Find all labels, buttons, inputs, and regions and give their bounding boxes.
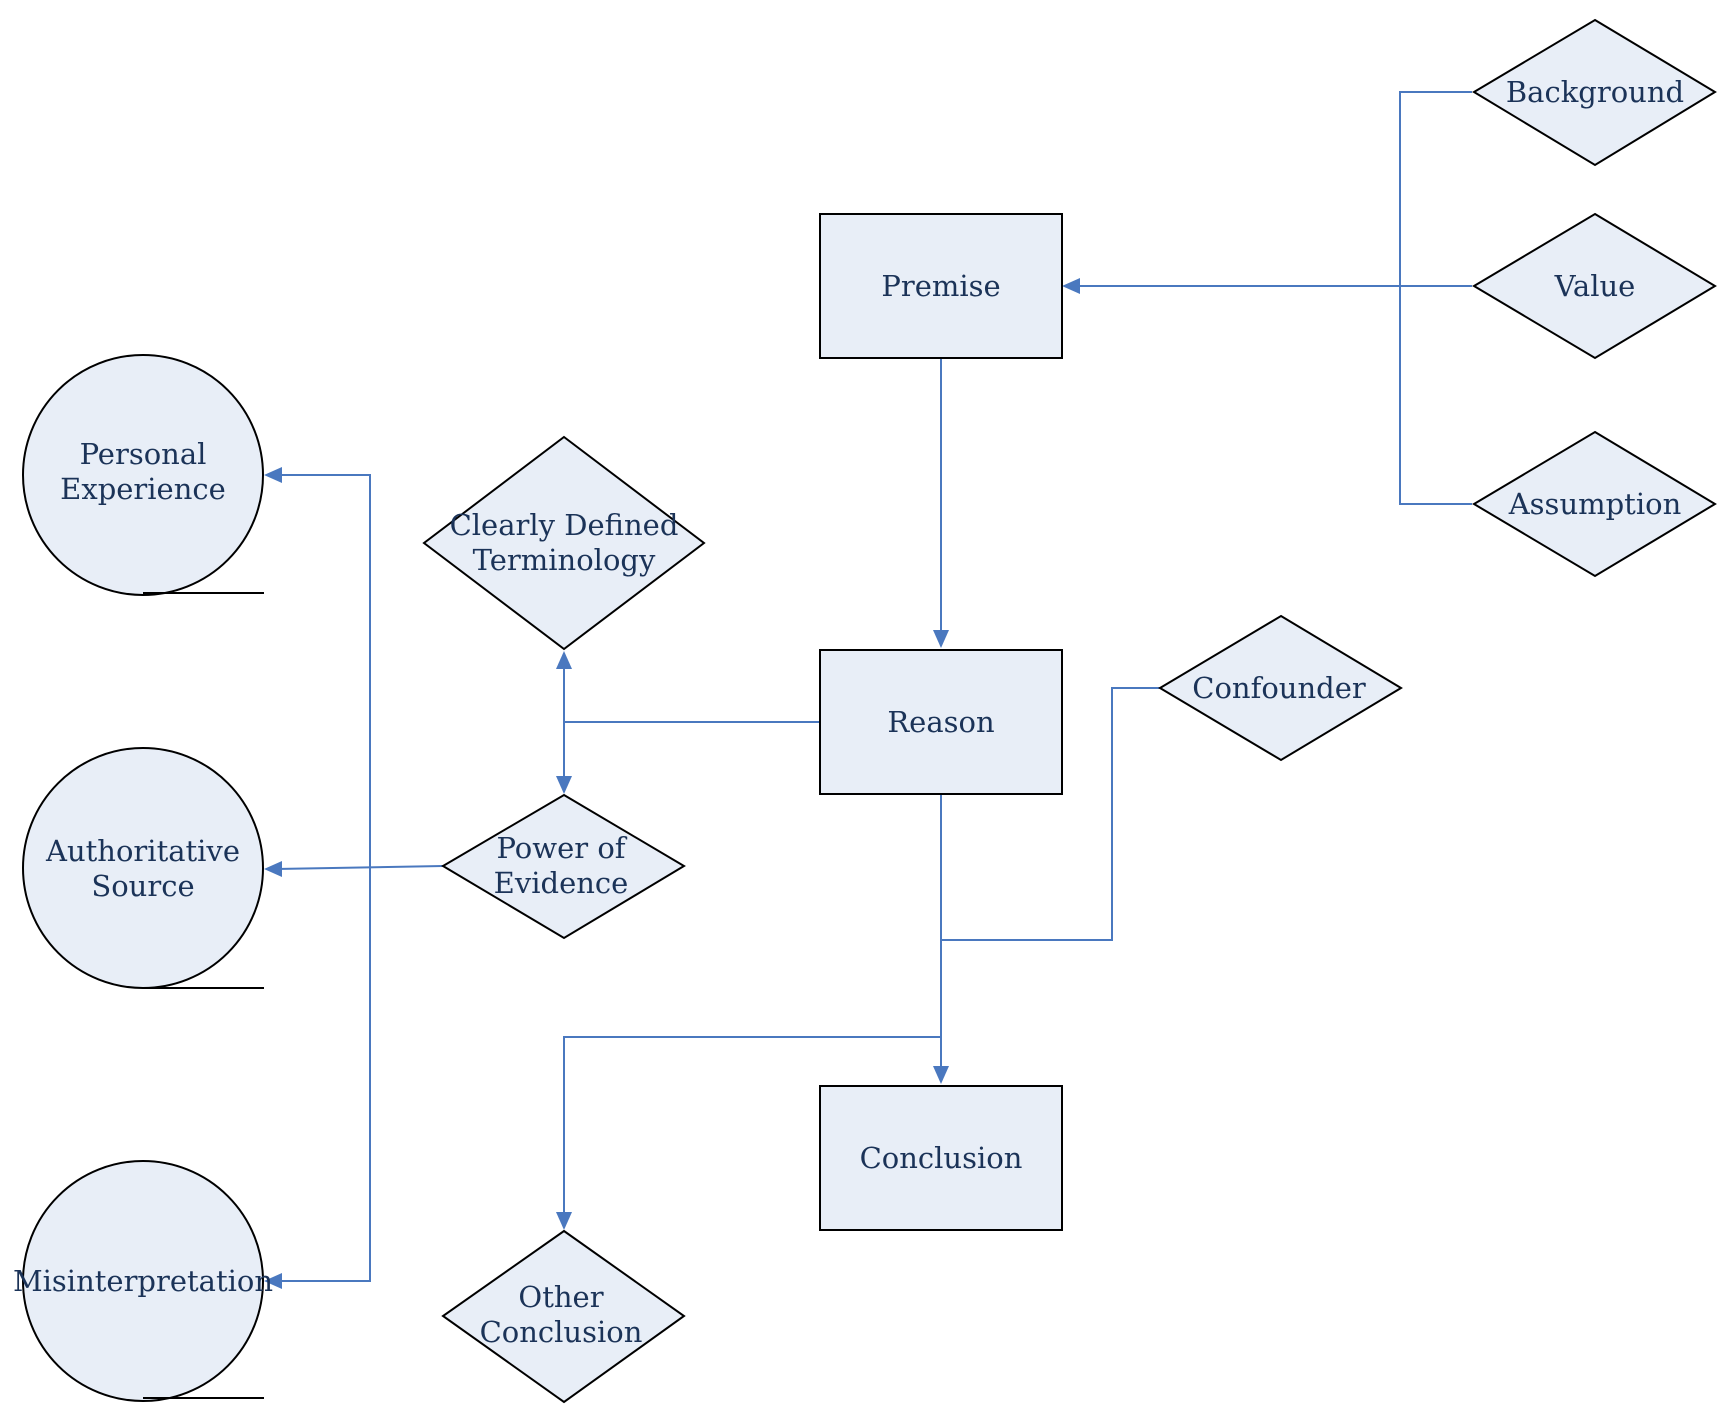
connector-background-to-premise xyxy=(1399,91,1472,286)
other-conclusion-label-line2: Conclusion xyxy=(480,1315,643,1349)
value-node: Value xyxy=(1472,212,1717,360)
arrowhead-other-conclusion xyxy=(556,1212,572,1230)
authoritative-source-label-line2: Source xyxy=(91,869,194,903)
personal-experience-label-line2: Experience xyxy=(60,472,226,506)
connector-evidence-to-misinterpretation xyxy=(276,867,371,1282)
clearly-defined-terminology-label-line1: Clearly Defined xyxy=(450,508,679,542)
misinterpretation-label: Misinterpretation xyxy=(13,1264,273,1298)
confounder-label: Confounder xyxy=(1192,671,1366,705)
power-of-evidence-label-line2: Evidence xyxy=(494,866,629,900)
arrowhead-terminology xyxy=(556,651,572,669)
arrowhead-reason xyxy=(933,630,949,648)
conclusion-label: Conclusion xyxy=(860,1141,1023,1175)
connector-evidence-to-authoritative-source xyxy=(275,865,444,870)
connector-evidence-to-personal-experience xyxy=(276,474,371,867)
connectors xyxy=(264,91,1472,1289)
conclusion-node: Conclusion xyxy=(819,1085,1063,1231)
assumption-node: Assumption xyxy=(1472,430,1717,578)
power-of-evidence-label-line1: Power of xyxy=(496,831,627,865)
authoritative-source-node: Authoritative Source xyxy=(22,747,264,989)
background-label: Background xyxy=(1506,75,1684,109)
arrowhead-premise xyxy=(1062,278,1080,294)
clearly-defined-terminology-node: Clearly Defined Terminology xyxy=(422,435,706,651)
value-label: Value xyxy=(1554,269,1636,303)
other-conclusion-node: Other Conclusion xyxy=(441,1229,686,1404)
reason-node: Reason xyxy=(819,649,1063,795)
power-of-evidence-node: Power of Evidence xyxy=(441,793,686,940)
clearly-defined-terminology-label-line2: Terminology xyxy=(473,543,656,577)
arrowhead-misinterpretation xyxy=(264,1273,282,1289)
authoritative-source-label-line1: Authoritative xyxy=(45,834,240,868)
arrowhead-authoritative-source xyxy=(264,861,282,877)
arrowhead-conclusion xyxy=(933,1066,949,1084)
assumption-label: Assumption xyxy=(1508,487,1682,521)
connector-assumption-to-premise xyxy=(1399,286,1472,505)
personal-experience-label-line1: Personal xyxy=(80,437,207,471)
premise-node: Premise xyxy=(819,213,1063,359)
background-node: Background xyxy=(1472,18,1717,167)
misinterpretation-node: Misinterpretation xyxy=(13,1160,273,1402)
confounder-node: Confounder xyxy=(1158,614,1403,762)
premise-label: Premise xyxy=(881,269,1000,303)
personal-experience-node: Personal Experience xyxy=(22,354,264,596)
other-conclusion-label-line1: Other xyxy=(518,1280,603,1314)
connector-confounder xyxy=(941,687,1160,941)
connector-reason-to-other-conclusion xyxy=(563,1036,941,1218)
reason-label: Reason xyxy=(887,705,994,739)
arrowhead-personal-experience xyxy=(264,467,282,483)
arrowhead-power-of-evidence xyxy=(556,776,572,794)
